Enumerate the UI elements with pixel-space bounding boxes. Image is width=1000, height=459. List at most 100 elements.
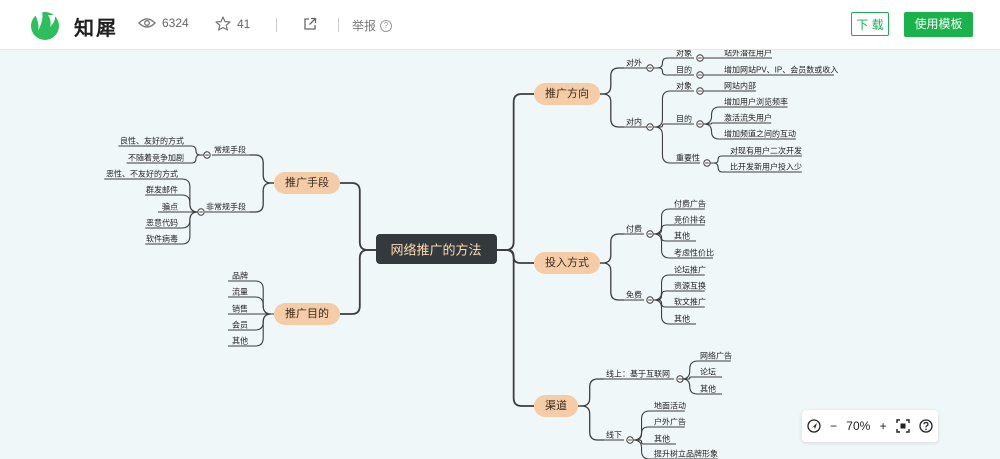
divider xyxy=(276,18,277,32)
leaf-free[interactable]: 软文推广 xyxy=(674,297,706,307)
branch-purpose[interactable]: 推广目的 xyxy=(285,306,329,320)
leaf-online[interactable]: 其他 xyxy=(700,384,716,394)
leaf-internal-goal[interactable]: 增加频道之间的互动 xyxy=(724,129,796,139)
top-bar: 知犀 6324 41 举报 ? 下 载 使用模板 xyxy=(0,0,1000,50)
connector-line xyxy=(340,249,376,315)
branch-investment[interactable]: 投入方式 xyxy=(545,255,589,269)
node-online[interactable]: 线上：基于互联网 xyxy=(606,369,670,379)
share-icon[interactable] xyxy=(303,17,317,31)
leaf-free[interactable]: 论坛推广 xyxy=(674,265,706,275)
mindmap-canvas[interactable]: 网络推广的方法推广方向投入方式渠道推广手段推广目的对外对象站外潜在用户目的增加网… xyxy=(0,50,1000,459)
connector-line xyxy=(600,93,624,128)
connector-line xyxy=(682,378,698,395)
leaf-irregular[interactable]: 恶意代码 xyxy=(146,218,178,228)
report-label: 举报 xyxy=(352,19,377,33)
leaf-purpose[interactable]: 流量 xyxy=(232,287,248,297)
connector-line xyxy=(250,313,274,347)
leaf-purpose[interactable]: 其他 xyxy=(232,336,248,346)
connector-line xyxy=(497,93,534,251)
leaf-offline[interactable]: 提升树立品牌形象 xyxy=(654,449,718,459)
leaf-internal-importance[interactable]: 对现有用户二次开发 xyxy=(730,146,802,156)
help-icon[interactable] xyxy=(919,419,933,433)
node-external[interactable]: 对外 xyxy=(626,58,642,68)
eye-icon xyxy=(138,18,156,28)
connector-line xyxy=(653,90,674,128)
leaf-paid[interactable]: 考虑性价比 xyxy=(674,248,714,258)
node-irregular[interactable]: 非常规手段 xyxy=(206,202,246,212)
fit-screen-icon[interactable] xyxy=(896,419,910,433)
branch-means-bg xyxy=(274,172,340,194)
leaf-paid[interactable]: 付费广告 xyxy=(674,199,706,209)
leaf-free[interactable]: 其他 xyxy=(674,314,690,324)
node-internal-target[interactable]: 对象 xyxy=(676,81,692,91)
leaf-irregular[interactable]: 骗点 xyxy=(162,202,178,212)
connector-line xyxy=(653,290,672,301)
branch-direction[interactable]: 推广方向 xyxy=(545,86,589,100)
node-offline[interactable]: 线下 xyxy=(606,430,622,440)
node-internal[interactable]: 对内 xyxy=(626,117,642,127)
leaf-paid[interactable]: 竞价排名 xyxy=(674,215,706,225)
leaf-purpose[interactable]: 品牌 xyxy=(232,271,248,281)
connector-line xyxy=(180,211,198,229)
node-internal-goal[interactable]: 目的 xyxy=(676,114,692,124)
branch-purpose-bg xyxy=(274,303,340,325)
connector-line xyxy=(633,439,652,445)
connector-line xyxy=(180,194,198,213)
zoom-in-button[interactable]: + xyxy=(879,419,887,433)
branch-channel[interactable]: 渠道 xyxy=(545,398,567,412)
connector-line xyxy=(250,296,274,315)
view-count-value: 6324 xyxy=(162,16,189,30)
connector-line xyxy=(600,262,624,301)
leaf-offline[interactable]: 户外广告 xyxy=(654,417,686,427)
use-template-button[interactable]: 使用模板 xyxy=(904,12,973,37)
brand-name[interactable]: 知犀 xyxy=(74,18,118,40)
leaf-external-goal[interactable]: 增加网站PV、IP、会员数或收入 xyxy=(724,65,838,75)
leaf-free[interactable]: 资源互换 xyxy=(674,281,706,291)
star-count[interactable]: 41 xyxy=(215,16,250,31)
leaf-regular[interactable]: 良性、友好的方式 xyxy=(120,136,184,146)
rhino-logo-icon[interactable] xyxy=(28,9,62,41)
connector-line xyxy=(653,208,672,235)
connector-line xyxy=(186,154,204,164)
download-button[interactable]: 下 载 xyxy=(851,12,889,36)
help-icon[interactable]: ? xyxy=(380,19,393,32)
node-free[interactable]: 免费 xyxy=(626,290,642,300)
locate-icon[interactable] xyxy=(807,419,821,433)
leaf-internal-goal[interactable]: 增加用户浏览频率 xyxy=(724,97,788,107)
root-node[interactable]: 网络推广的方法 xyxy=(390,243,481,258)
leaf-internal-target[interactable]: 网站内部 xyxy=(724,81,756,91)
leaf-irregular[interactable]: 恶性、不友好的方式 xyxy=(106,169,178,179)
leaf-regular[interactable]: 不随着竞争加剧 xyxy=(128,153,184,163)
branch-channel-bg xyxy=(534,395,578,417)
node-regular[interactable]: 常规手段 xyxy=(214,145,246,155)
zoom-out-button[interactable]: − xyxy=(829,419,837,433)
leaf-paid[interactable]: 其他 xyxy=(674,231,690,241)
leaf-irregular[interactable]: 软件病毒 xyxy=(146,234,178,244)
node-internal-importance[interactable]: 重要性 xyxy=(676,153,700,163)
connector-line xyxy=(710,162,728,173)
leaf-internal-goal[interactable]: 激活流失用户 xyxy=(724,113,772,123)
leaf-online[interactable]: 论坛 xyxy=(700,367,716,377)
connector-line xyxy=(653,126,674,164)
leaf-purpose[interactable]: 会员 xyxy=(232,320,248,330)
connector-line xyxy=(710,155,728,164)
connector-line xyxy=(653,299,672,325)
leaf-irregular[interactable]: 群发邮件 xyxy=(146,185,178,195)
zoom-level: 70% xyxy=(846,419,871,433)
report-link[interactable]: 举报 ? xyxy=(352,17,393,34)
connector-line xyxy=(600,233,624,264)
connector-line xyxy=(186,145,204,156)
connector-line xyxy=(578,405,604,441)
leaf-purpose[interactable]: 销售 xyxy=(232,304,248,314)
node-paid[interactable]: 付费 xyxy=(626,224,642,234)
leaf-internal-importance[interactable]: 比开发新用户投入少 xyxy=(730,162,802,172)
leaf-offline[interactable]: 其他 xyxy=(654,434,670,444)
branch-means[interactable]: 推广手段 xyxy=(285,175,329,189)
node-external-target[interactable]: 对象 xyxy=(676,50,692,58)
node-external-goal[interactable]: 目的 xyxy=(676,65,692,75)
leaf-online[interactable]: 网络广告 xyxy=(700,351,732,361)
leaf-external-target[interactable]: 站外潜在用户 xyxy=(724,50,772,58)
leaf-offline[interactable]: 地面活动 xyxy=(654,401,686,411)
connector-line xyxy=(250,313,274,331)
star-icon[interactable] xyxy=(215,16,231,31)
